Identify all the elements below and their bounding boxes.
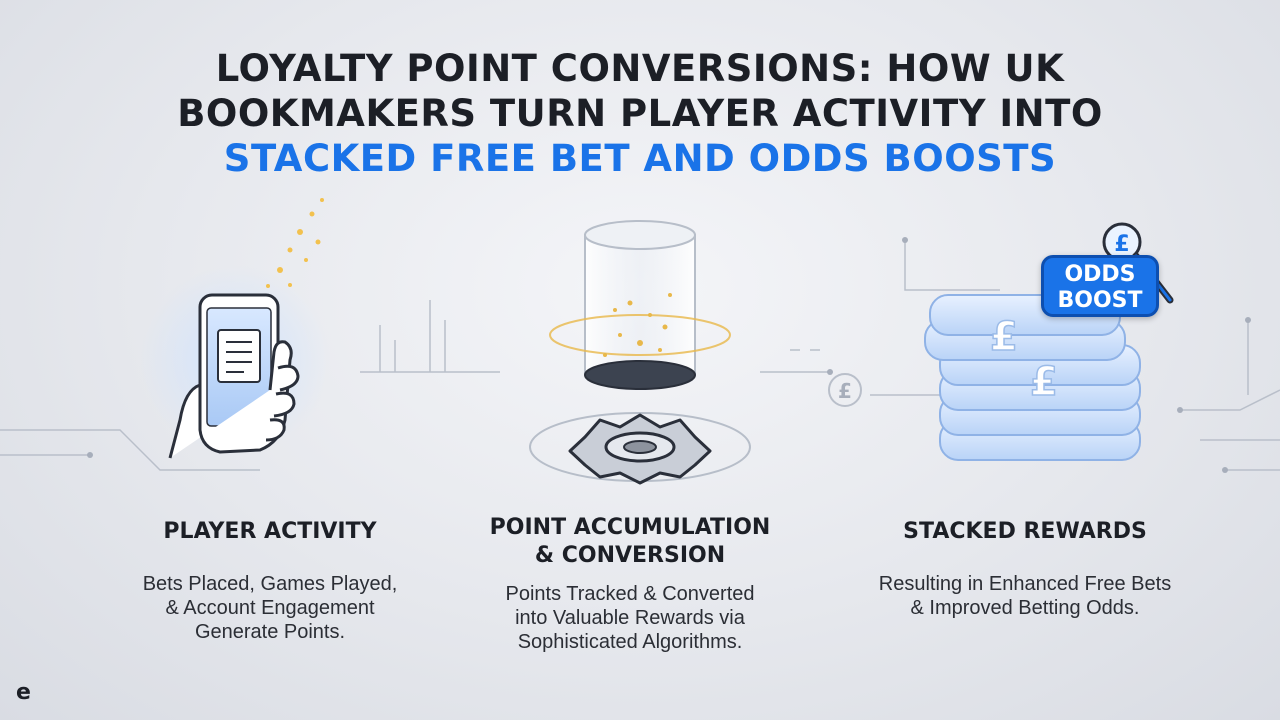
smartphone-hand-icon — [140, 198, 330, 459]
column-text: Bets Placed, Games Played, & Account Eng… — [80, 572, 460, 644]
badge-line-1: ODDS — [1064, 262, 1136, 287]
brand-logo-icon: e — [16, 680, 31, 705]
title-line-3: STACKED FREE BET AND ODDS BOOSTS — [223, 137, 1057, 180]
column-text-line: Bets Placed, Games Played, — [142, 573, 398, 595]
column-heading-line: & CONVERSION — [534, 543, 726, 568]
conversion-tube-gear-icon — [529, 220, 751, 485]
pound-symbol-icon: £ — [1030, 359, 1058, 405]
column-text-line: into Valuable Rewards via — [515, 607, 745, 629]
column-heading: PLAYER ACTIVITY — [163, 519, 377, 544]
page-title: LOYALTY POINT CONVERSIONS: HOW UK BOOKMA… — [0, 46, 1280, 181]
pound-circle-icon: £ — [838, 379, 852, 403]
column-heading: POINT ACCUMULATION & CONVERSION — [430, 514, 830, 570]
title-line-2: BOOKMAKERS TURN PLAYER ACTIVITY INTO — [177, 92, 1103, 135]
column-stacked-rewards: STACKED REWARDS Resulting in Enhanced Fr… — [830, 518, 1220, 620]
column-text-line: & Account Engagement — [165, 597, 375, 619]
column-heading: STACKED REWARDS — [903, 519, 1147, 544]
column-text-line: Generate Points. — [194, 621, 346, 643]
odds-boost-badge: ODDS BOOST — [1041, 255, 1159, 317]
column-text-line: Resulting in Enhanced Free Bets — [878, 573, 1172, 595]
column-heading-line: POINT ACCUMULATION — [489, 515, 771, 540]
column-player-activity: PLAYER ACTIVITY Bets Placed, Games Playe… — [80, 518, 460, 644]
badge-line-2: BOOST — [1057, 288, 1143, 313]
title-line-1: LOYALTY POINT CONVERSIONS: HOW UK — [215, 47, 1065, 90]
column-text-line: Sophisticated Algorithms. — [517, 631, 743, 653]
pound-symbol-icon: £ — [990, 314, 1018, 360]
column-text: Resulting in Enhanced Free Bets & Improv… — [830, 572, 1220, 620]
magnifier-pound-icon: £ — [1114, 232, 1129, 257]
column-text-line: & Improved Betting Odds. — [910, 597, 1140, 619]
column-point-accumulation: POINT ACCUMULATION & CONVERSION Points T… — [430, 514, 830, 654]
column-text: Points Tracked & Converted into Valuable… — [430, 582, 830, 654]
column-text-line: Points Tracked & Converted — [505, 583, 755, 605]
